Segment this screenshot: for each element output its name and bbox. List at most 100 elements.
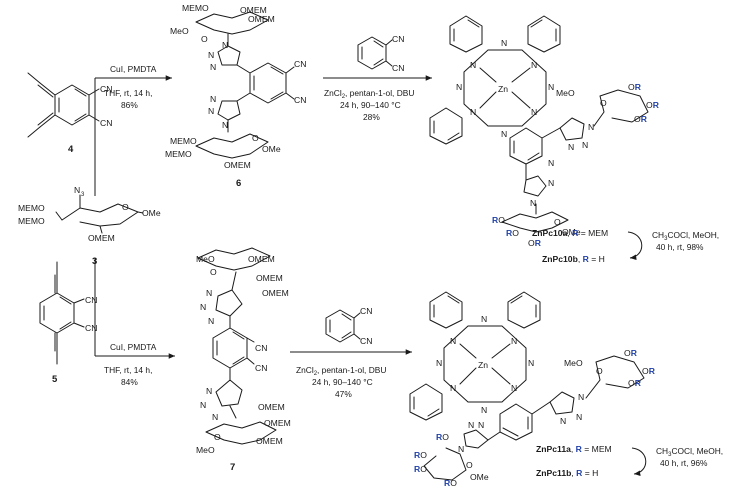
pc-n-label: N [528,358,534,368]
mem-ether-label: MEMO [18,216,45,226]
ro-label: RO [414,450,427,460]
deprotection-2-reagents: CH3COCl, MeOH, [656,446,723,458]
p11b-text: ZnPc11b, R = H [536,468,598,478]
ro-label: RO [492,215,505,225]
ring-oxygen-label: O [210,267,217,277]
ring-oxygen-label: O [554,217,561,227]
mem-ether-label: OMEM [256,436,283,446]
methoxy-label: MeO [564,358,583,368]
mem-ether-label: MEMO [165,149,192,159]
pc-n-label: N [436,358,442,368]
triazole-n-label: N [206,288,212,298]
ro-label: RO [506,228,519,238]
p11a-text: ZnPc11a, R = MEM [536,444,612,454]
ring-oxygen-label: O [466,460,473,470]
pc-n-label: N [511,383,517,393]
nitrile-label: CN [100,118,112,128]
compound-6-number: 6 [236,178,241,189]
nitrile-label: CN [255,363,267,373]
mem-ether-label: OMEM [224,160,251,170]
or-label: OR [642,366,656,376]
ro-label: RO [444,478,457,488]
triazole-n-label: N [576,412,582,422]
compound-4-structure: CN CN 4 [27,72,112,155]
ro-label: RO [414,464,427,474]
ro-label: RO [436,432,449,442]
pc-n-label: N [481,314,487,324]
triazole-n-label: N [468,420,474,430]
znpc10-structure: Zn N N N N N N N N N N N Me [429,15,660,248]
triazole-n-label: N [222,40,228,50]
p10a-text: ZnPc10a, R = MEM [532,228,608,238]
reaction-2-yield: 28% [363,112,380,122]
reaction-3: CuI, PMDTA THF, rt, 14 h, 84% [94,258,175,387]
compound-5-number: 5 [52,374,58,385]
zinc-center-label: Zn [498,84,508,94]
ring-oxygen-label: O [600,98,607,108]
triazole-n-label: N [548,178,554,188]
zinc-center-label: Zn [478,360,488,370]
compound-6-structure: MEMO OMEM OMEM MeO O N N N CN CN N N N O… [165,3,306,189]
reaction-2: CN CN ZnCl2, pentan-1-ol, DBU 24 h, 90–1… [323,34,432,122]
mem-ether-label: OMEM [88,233,115,243]
compound-7-number: 7 [230,462,235,473]
triazole-n-label: N [210,62,216,72]
nitrile-label: CN [360,336,372,346]
nitrile-label: CN [392,63,404,73]
mem-ether-label: OMEM [258,402,285,412]
or-label: OR [646,100,660,110]
reaction-1: CuI, PMDTA THF, rt, 14 h, 86% [94,64,172,196]
reaction-4-conditions: 24 h, 90–140 °C [312,377,373,387]
mem-ether-label: MEMO [18,203,45,213]
methoxy-label: MeO [196,445,215,455]
methoxy-label: OMe [142,208,161,218]
triazole-n-label: N [210,94,216,104]
reaction-1-reagents: CuI, PMDTA [110,64,157,74]
triazole-n-label: N [548,158,554,168]
pc-n-label: N [450,336,456,346]
triazole-n-label: N [208,106,214,116]
reaction-2-reagents: ZnCl2, pentan-1-ol, DBU [324,88,414,100]
ring-oxygen-label: O [122,202,129,212]
triazole-n-label: N [588,122,594,132]
pc-n-label: N [501,38,507,48]
p10b-text: ZnPc10b, R = H [542,254,605,264]
compound-5-structure: CN CN 5 [39,261,97,385]
triazole-n-label: N [206,386,212,396]
reaction-4: CN CN ZnCl2, pentan-1-ol, DBU 24 h, 90–1… [290,306,412,399]
triazole-n-label: N [208,50,214,60]
or-label: OR [528,238,542,248]
product-10a-caption: ZnPc10a, R = MEM ZnPc10b, R = H CH3COCl,… [532,228,719,264]
reaction-4-yield: 47% [335,389,352,399]
deprotection-2-conditions: 40 h, rt, 96% [660,458,708,468]
reaction-1-yield: 86% [121,100,138,110]
reaction-4-reagents: ZnCl2, pentan-1-ol, DBU [296,365,386,377]
pc-n-label: N [450,383,456,393]
azide-subscript: 3 [81,192,85,198]
or-label: OR [624,348,638,358]
pc-n-label: N [531,107,537,117]
methoxy-label: OMe [562,227,581,237]
reaction-3-reagents: CuI, PMDTA [110,342,157,352]
triazole-n-label: N [478,420,484,430]
mem-ether-label: OMEM [248,14,275,24]
mem-ether-label: OMEM [262,288,289,298]
triazole-n-label: N [208,316,214,326]
nitrile-label: CN [255,343,267,353]
compound-7-structure: MeO O OMEM OMEM OMEM N N N CN CN N N N O… [196,247,291,473]
reaction-3-yield: 84% [121,377,138,387]
triazole-n-label: N [212,412,218,422]
pc-n-label: N [548,82,554,92]
triazole-n-label: N [582,140,588,150]
mem-ether-label: MEMO [182,3,209,13]
deprotection-1-conditions: 40 h, rt, 98% [656,242,704,252]
azide-3-structure: N 3 O OMe MEMO MEMO OMEM 3 [18,185,161,267]
mem-ether-label: OMEM [240,5,267,15]
reaction-3-conditions: THF, rt, 14 h, [104,365,152,375]
pc-n-label: N [456,82,462,92]
nitrile-label: CN [294,95,306,105]
nitrile-label: CN [360,306,372,316]
ring-oxygen-label: O [201,34,208,44]
pc-n-label: N [531,60,537,70]
methoxy-label: MeO [556,88,575,98]
